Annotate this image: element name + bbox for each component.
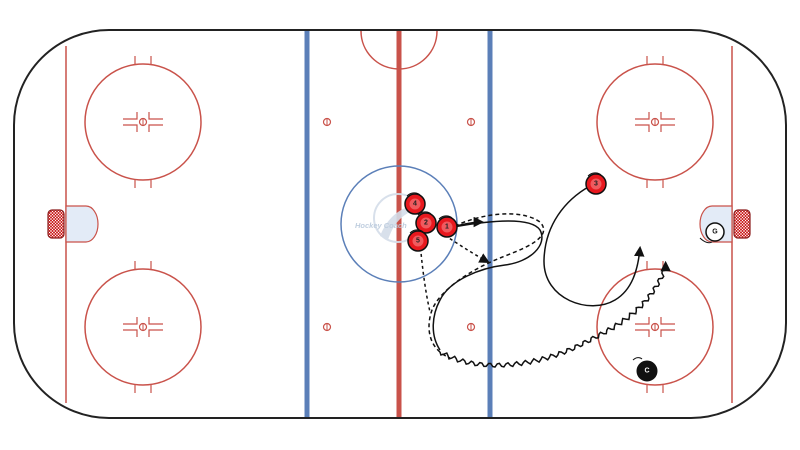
watermark-text: Hockey Coach — [355, 221, 407, 230]
player-2: 2 — [415, 211, 437, 234]
right-goal-net — [733, 209, 751, 239]
player-5: 5 — [407, 229, 429, 252]
faceoff-circle-bottom-right — [596, 261, 714, 393]
player-label: 2 — [424, 220, 428, 227]
goalie-marker: G — [699, 222, 725, 244]
player-label: 3 — [594, 181, 598, 188]
puck-carry-wavy-path — [439, 260, 671, 368]
skate-path-player3 — [543, 185, 645, 307]
player-label: 1 — [445, 224, 449, 231]
neutral-dot-bars — [326, 119, 472, 330]
coach-marker: C — [632, 357, 658, 382]
end-zone-faceoff-circles — [84, 56, 714, 393]
player-4: 4 — [404, 192, 426, 215]
left-goal-net — [47, 209, 65, 239]
pass-path-dashed-loop — [428, 213, 545, 359]
faceoff-circle-bottom-left — [84, 261, 202, 393]
left-goal-crease — [65, 205, 99, 243]
skate-path-player1 — [432, 220, 543, 351]
goalie-label: G — [712, 229, 718, 236]
player-label: 4 — [413, 201, 417, 208]
faceoff-circle-top-left — [84, 56, 202, 188]
player-3: 3 — [585, 172, 607, 195]
neutral-zone-dots — [322, 117, 476, 332]
faceoff-circle-top-right — [596, 56, 714, 188]
players-layer: 4 2 1 5 3 — [404, 172, 607, 252]
player-label: 5 — [416, 238, 420, 245]
player-1: 1 — [436, 215, 458, 238]
coach-label: C — [644, 368, 649, 375]
referee-crease — [360, 30, 438, 70]
